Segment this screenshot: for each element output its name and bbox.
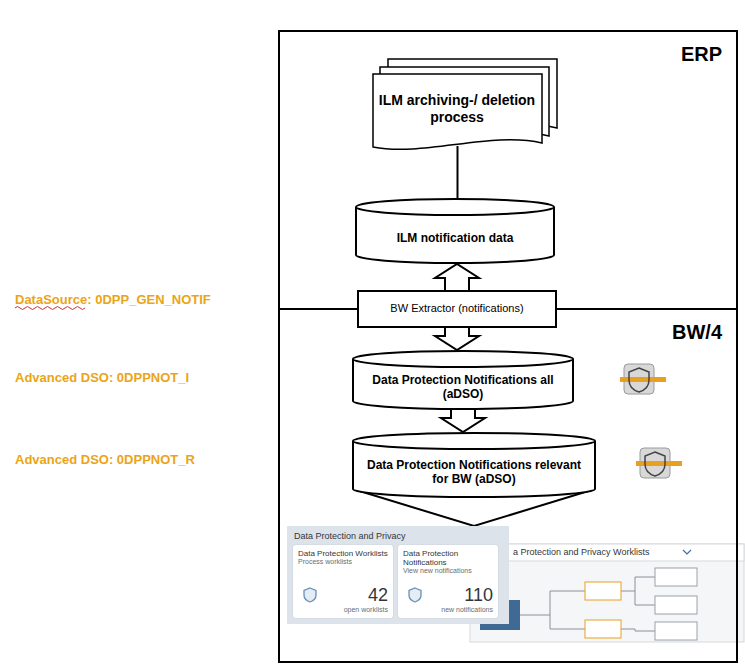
tile-title: Data Protection Notifications	[403, 549, 493, 567]
tile-footer: new notifications	[403, 606, 493, 614]
adso-cylinder: Data Protection Notifications all (aDSO)	[352, 350, 574, 410]
database-cylinder: ILM notification data	[355, 198, 555, 264]
cylinder-top	[356, 199, 554, 215]
cylinder-top	[353, 433, 595, 449]
adso-label: Advanced DSO: 0DPPNOT_I	[15, 370, 189, 386]
datasource-label: DataSource: 0DPP_GEN_NOTIF	[15, 292, 211, 308]
region-title: ERP	[681, 42, 722, 66]
shield-icon	[620, 364, 666, 394]
erp-region: ERP ILM archiving-/ deletion processILM n…	[278, 30, 738, 310]
block-arrow	[441, 410, 485, 432]
launchpad-tile: Data Protection NotificationsView new no…	[398, 545, 498, 618]
region-title: BW/4	[672, 320, 722, 344]
tile-subtitle: View new notifications	[403, 567, 493, 575]
document-page	[373, 74, 542, 149]
group-title: Data Protection and Privacy	[294, 531, 502, 542]
process-label: ILM archiving-/ deletion process	[378, 92, 536, 126]
adso-cylinder: Data Protection Notifications relevant f…	[352, 432, 596, 498]
block-arrow	[435, 328, 479, 350]
tile-footer: open worklists	[298, 606, 388, 614]
tile-subtitle: Process worklists	[298, 558, 388, 566]
database-label: Data Protection Notifications relevant f…	[360, 458, 588, 487]
extractor-label: BW Extractor (notifications)	[390, 302, 523, 315]
tile-number: 110	[403, 585, 493, 606]
bw4-region: BW/4Data Protection Notifications all (a…	[278, 310, 738, 663]
shield-icon	[303, 587, 317, 603]
document-stack: ILM archiving-/ deletion process	[372, 58, 558, 154]
tile-number: 42	[298, 585, 388, 606]
cylinder-top	[353, 351, 573, 367]
shield-icon	[408, 587, 422, 603]
adso-label: Advanced DSO: 0DPPNOT_R	[15, 452, 195, 468]
launchpad-tile: Data Protection WorklistsProcess worklis…	[293, 545, 393, 618]
database-label: ILM notification data	[397, 231, 514, 245]
tile-group: Data Protection and PrivacyData Protecti…	[287, 526, 509, 624]
shield-icon	[636, 448, 682, 478]
connector-line	[457, 146, 459, 198]
extractor-box: BW Extractor (notifications)	[357, 290, 557, 328]
worklist-screenshot	[470, 544, 744, 642]
database-label: Data Protection Notifications all (aDSO)	[360, 373, 566, 402]
tile-title: Data Protection Worklists	[298, 549, 388, 558]
screenshot-title: a Protection and Privacy Worklists	[513, 547, 649, 558]
block-arrow	[435, 264, 479, 290]
